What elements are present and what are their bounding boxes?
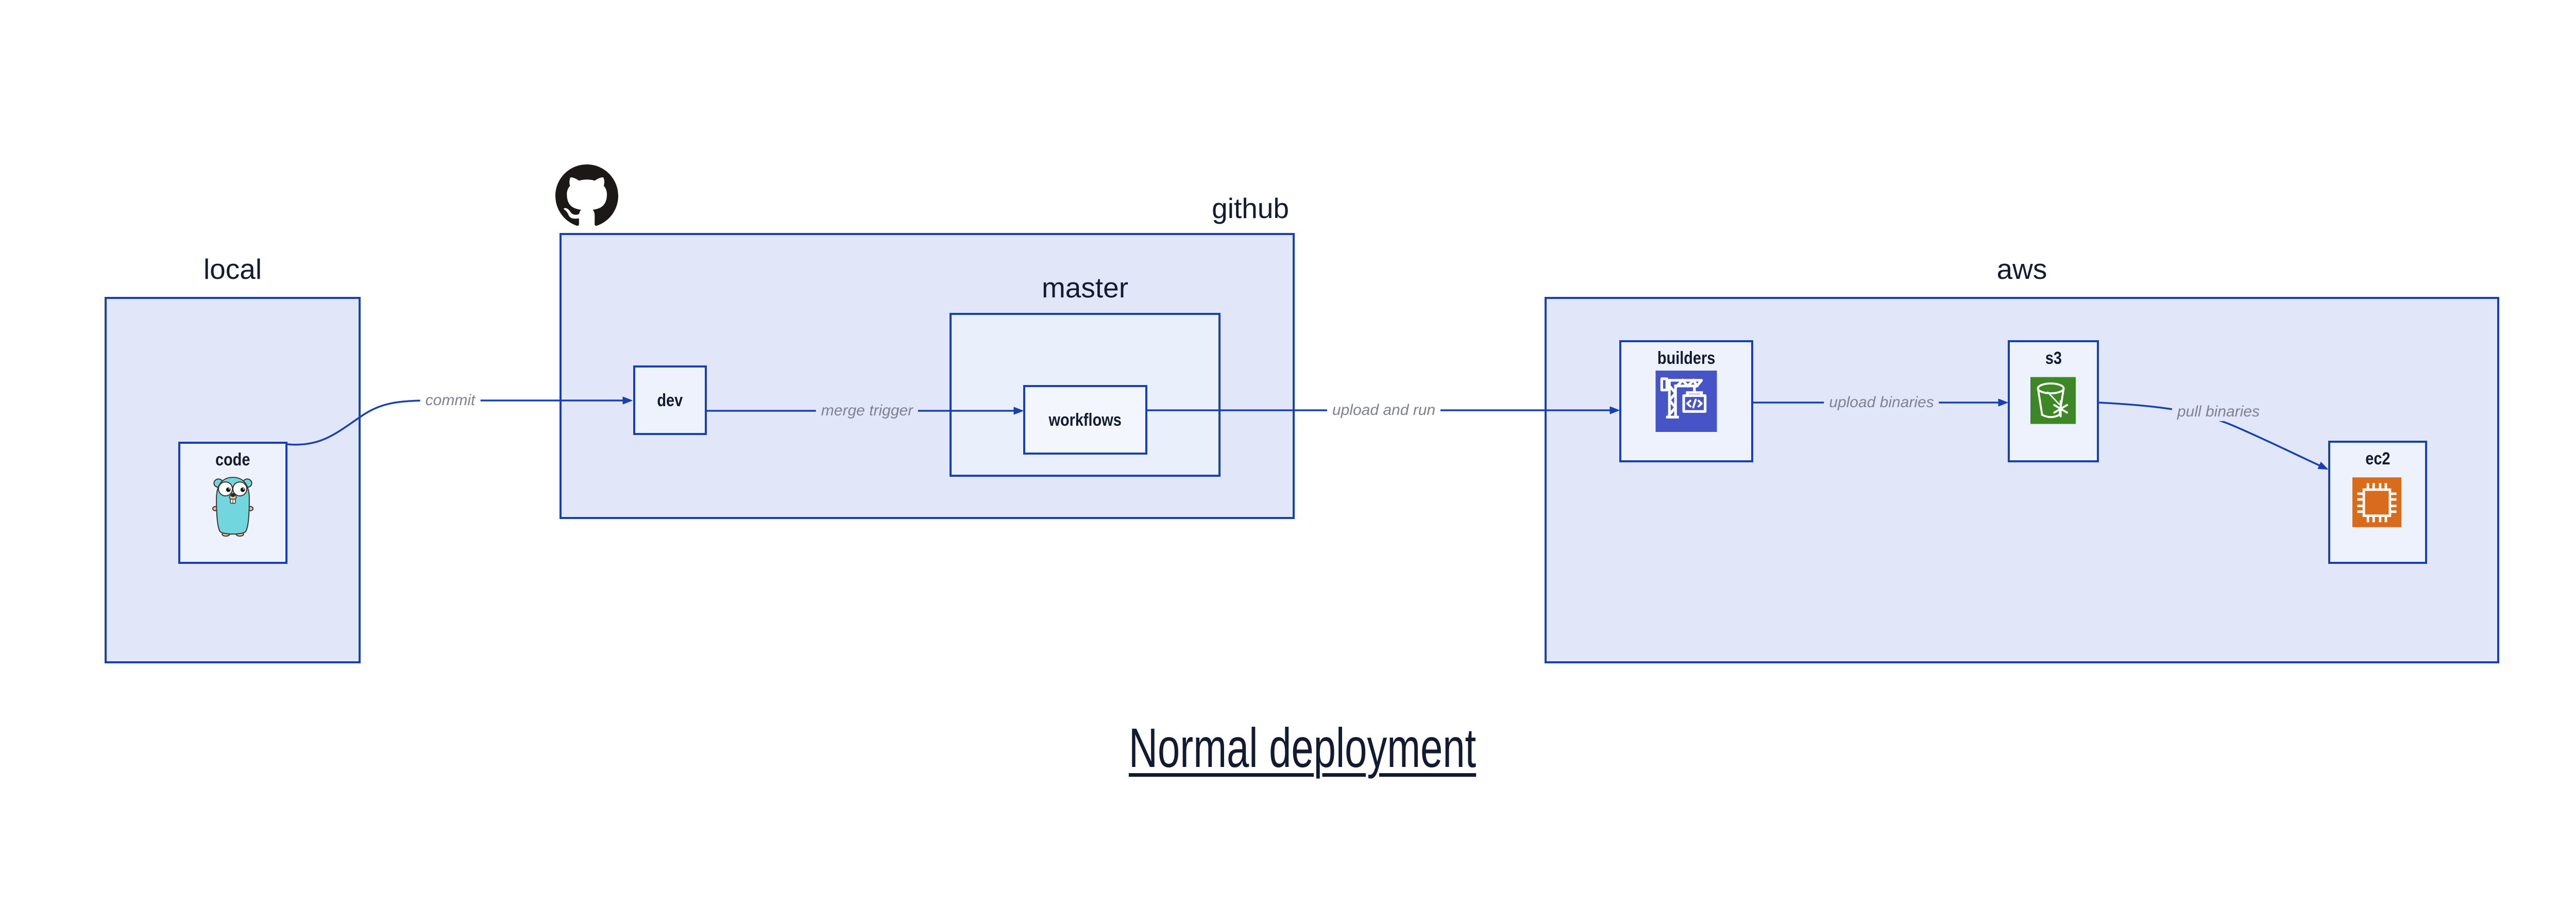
- s3-bucket-icon: [2030, 377, 2076, 424]
- edge-label-upload-and-run: upload and run: [1327, 401, 1441, 420]
- ec2-chip-icon: [2352, 477, 2401, 527]
- node-workflows: workflows: [1023, 385, 1147, 455]
- edge-label-merge-trigger: merge trigger: [816, 402, 919, 420]
- container-label-aws: aws: [1996, 253, 2047, 285]
- container-label-github: github: [1212, 192, 1289, 224]
- node-s3-label: s3: [2045, 348, 2062, 368]
- node-dev: dev: [633, 365, 707, 435]
- container-label-local: local: [203, 253, 262, 285]
- node-code-label: code: [215, 450, 250, 470]
- github-octocat-icon: [555, 164, 618, 227]
- codebuild-crane-icon: [1655, 371, 1717, 432]
- edge-label-upload-binaries: upload binaries: [1824, 393, 1939, 412]
- diagram-title: Normal deployment: [1128, 716, 1477, 779]
- edge-label-commit: commit: [420, 391, 481, 410]
- edge-label-pull-binaries: pull binaries: [2172, 403, 2265, 421]
- node-ec2-label: ec2: [2365, 449, 2391, 469]
- node-dev-label: dev: [657, 390, 683, 410]
- node-workflows-label: workflows: [1048, 410, 1122, 430]
- node-builders-label: builders: [1657, 348, 1716, 368]
- go-gopher-icon: [212, 476, 253, 537]
- container-label-master: master: [1041, 272, 1129, 304]
